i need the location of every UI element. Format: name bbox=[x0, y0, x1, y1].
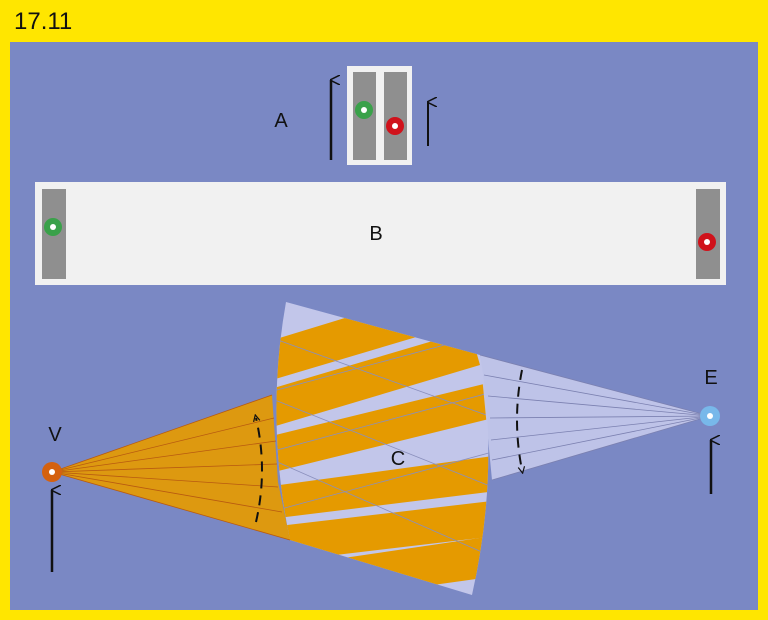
fan-v bbox=[51, 394, 291, 541]
dashed-arrow-right bbox=[516, 369, 522, 470]
dashed-arrow-left bbox=[256, 418, 263, 523]
sector-c bbox=[276, 302, 489, 595]
box-a-right-bar bbox=[384, 72, 407, 160]
strip-b bbox=[35, 182, 726, 285]
figure-number: 17.11 bbox=[14, 8, 73, 35]
label-e: E bbox=[704, 367, 717, 389]
fan-e-rays bbox=[479, 354, 711, 481]
label-a: A bbox=[274, 110, 288, 132]
fan-e-body bbox=[480, 355, 710, 480]
label-b: B bbox=[369, 223, 382, 245]
label-c: C bbox=[391, 448, 405, 470]
strip-b-background bbox=[35, 182, 726, 285]
label-v: V bbox=[48, 424, 62, 446]
box-a bbox=[347, 66, 412, 165]
fan-e bbox=[479, 354, 711, 481]
fan-v-rays bbox=[51, 394, 291, 541]
